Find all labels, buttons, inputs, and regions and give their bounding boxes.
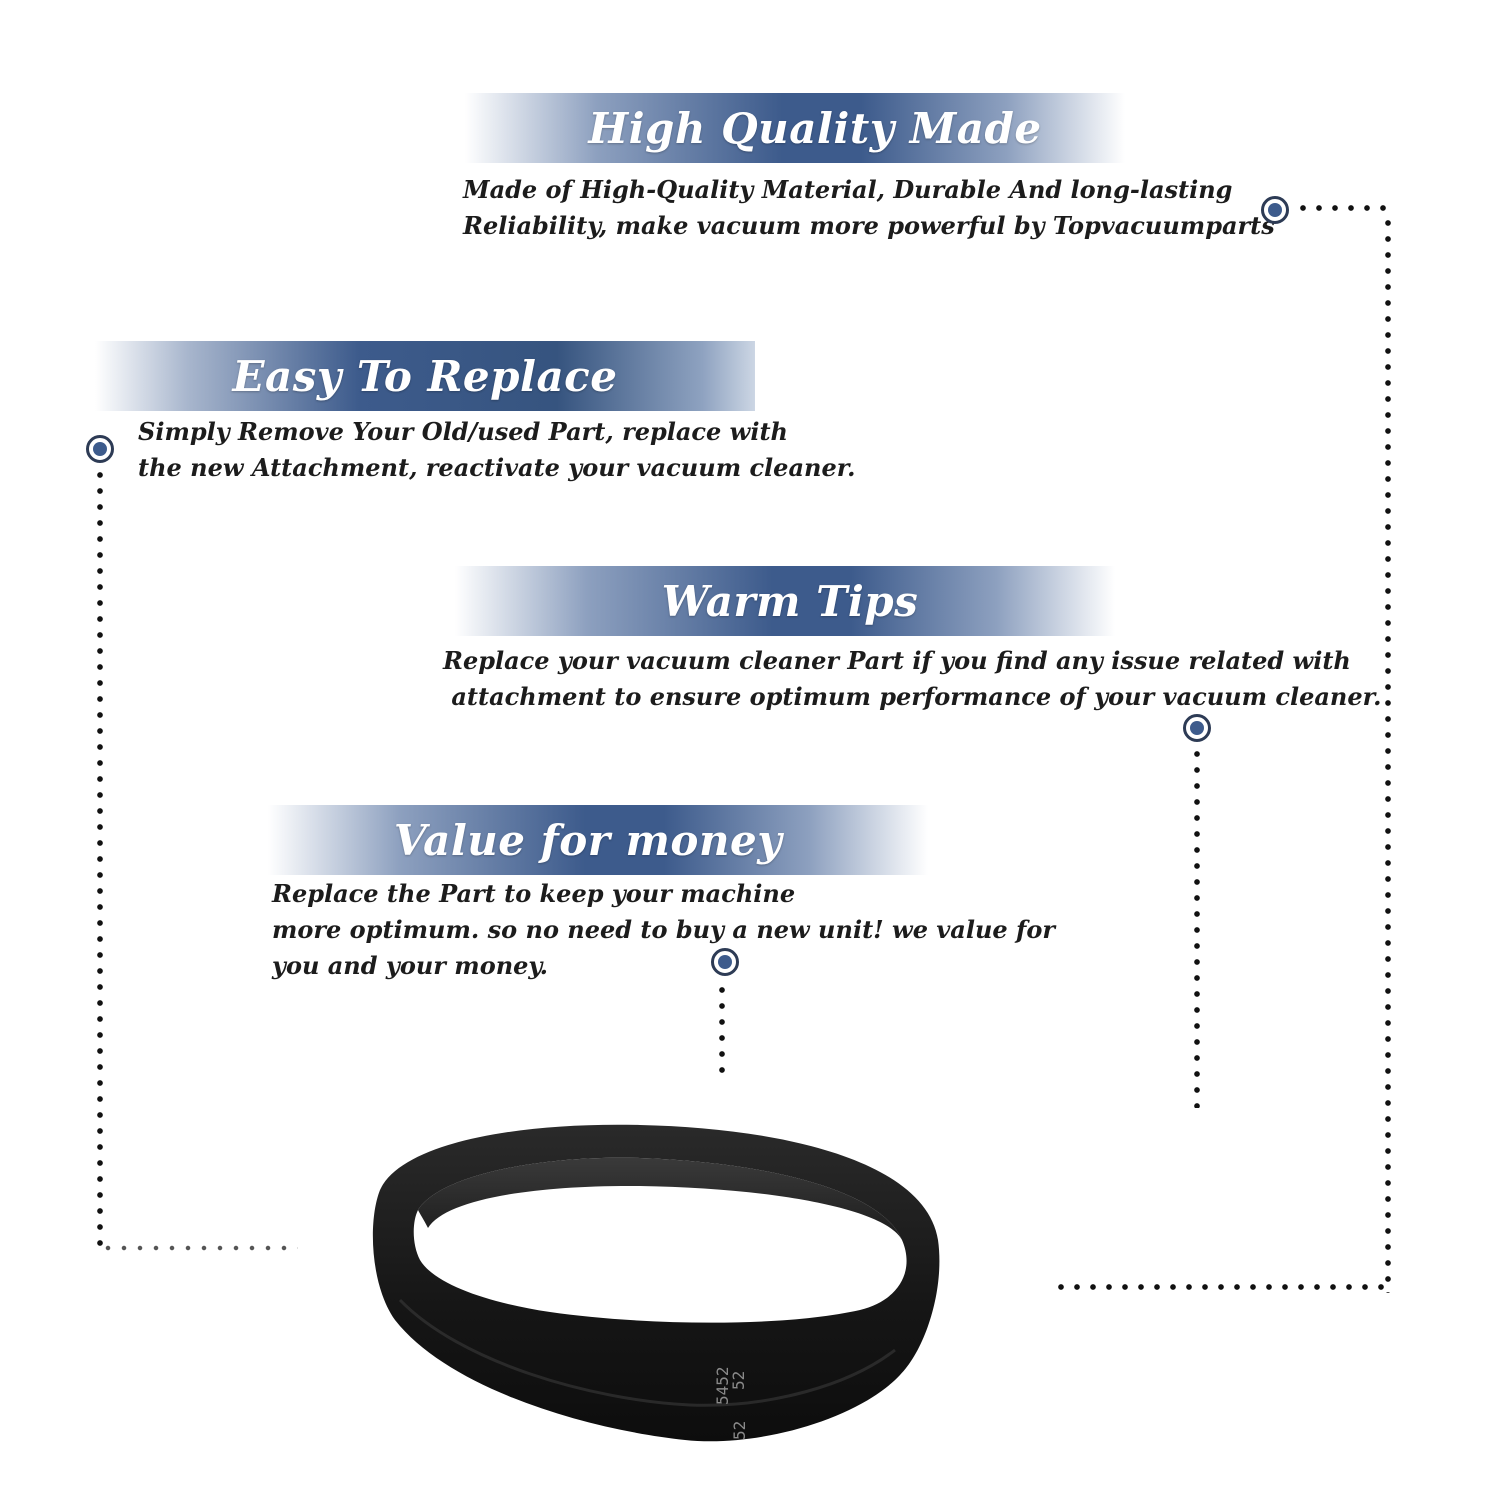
banner-high-quality: High Quality Made: [465, 93, 1125, 163]
description-line: you and your money.: [272, 951, 548, 980]
banner-title-easy-replace: Easy To Replace: [232, 351, 618, 401]
belt-code-2: 52: [729, 1371, 748, 1390]
banner-warm-tips: Warm Tips: [455, 566, 1115, 636]
banner-value-money: Value for money: [268, 805, 928, 875]
description-value-money: Replace the Part to keep your machine mo…: [272, 876, 1055, 984]
connector-node-icon: [1183, 714, 1211, 742]
connector-dots: [1053, 1284, 1391, 1290]
banner-title-high-quality: High Quality Made: [588, 103, 1042, 153]
description-line: Replace your vacuum cleaner Part if you …: [443, 646, 1351, 675]
description-line: more optimum. so no need to buy a new un…: [272, 915, 1055, 944]
belt-inner-opening: [413, 1157, 907, 1323]
description-easy-replace: Simply Remove Your Old/used Part, replac…: [138, 414, 856, 486]
banner-easy-replace: Easy To Replace: [95, 341, 755, 411]
vacuum-belt-image: 5452 52 52: [340, 1100, 980, 1480]
connector-node-icon: [1261, 196, 1289, 224]
connector-dots: [719, 982, 725, 1078]
belt-highlight: [398, 1298, 896, 1407]
description-line: the new Attachment, reactivate your vacu…: [138, 453, 856, 482]
connector-node-icon: [86, 435, 114, 463]
belt-code-1: 5452: [713, 1366, 732, 1405]
description-line: attachment to ensure optimum performance…: [443, 682, 1382, 711]
description-line: Replace the Part to keep your machine: [272, 879, 796, 908]
banner-title-value-money: Value for money: [393, 815, 783, 865]
connector-dots: [1194, 746, 1200, 1108]
description-line: Made of High-Quality Material, Durable A…: [463, 175, 1233, 204]
banner-title-warm-tips: Warm Tips: [661, 576, 919, 626]
belt-code-3: 52: [730, 1421, 749, 1440]
belt-inner-surface: [418, 1157, 902, 1240]
connector-dots: [100, 1245, 298, 1251]
connector-dots: [1295, 205, 1391, 211]
connector-node-icon: [711, 948, 739, 976]
description-line: Reliability, make vacuum more powerful b…: [463, 211, 1275, 240]
connector-dots: [97, 467, 103, 1250]
description-line: Simply Remove Your Old/used Part, replac…: [138, 417, 788, 446]
belt-svg: 5452 52 52: [372, 1124, 940, 1442]
description-warm-tips: Replace your vacuum cleaner Part if you …: [443, 643, 1381, 715]
description-high-quality: Made of High-Quality Material, Durable A…: [463, 172, 1275, 244]
connector-dots: [1385, 215, 1391, 1293]
